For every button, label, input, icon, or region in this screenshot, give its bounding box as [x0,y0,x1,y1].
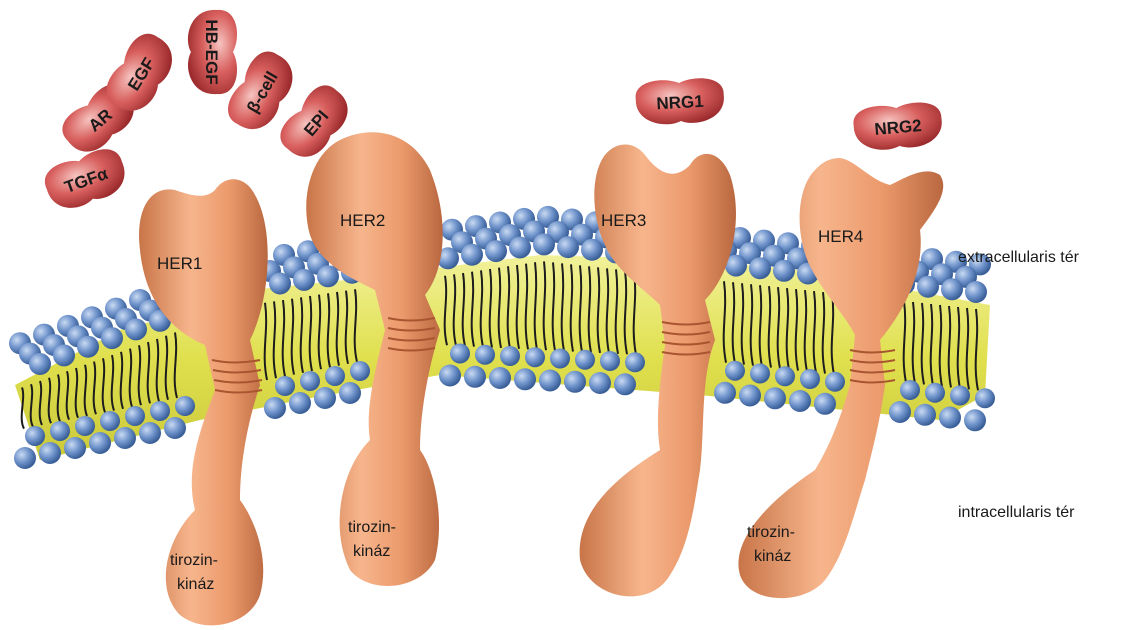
lipid-head-inner [14,447,36,469]
lipid-head-inner [489,367,511,389]
lipid-head-outer [53,344,75,366]
lipid-head-inner [775,366,795,386]
lipid-head-outer [773,260,795,282]
lipid-head-inner [75,416,95,436]
lipid-head-inner [589,372,611,394]
lipid-head-inner [125,406,145,426]
lipid-head-outer [509,237,531,259]
her2-label: HER2 [340,211,385,230]
lipid-head-inner [314,387,336,409]
lipid-head-inner [789,390,811,412]
lipid-head-inner [339,382,361,404]
her1-kinase-label-line2: kináz [177,576,214,593]
lipid-head-inner [714,382,736,404]
lipid-head-inner [725,361,745,381]
lipid-head-inner [600,351,620,371]
lipid-head-inner [114,427,136,449]
lipid-head-inner [514,368,536,390]
lipid-head-inner [100,411,120,431]
lipid-head-outer [941,278,963,300]
her2-kinase-label-line2: kináz [353,543,390,560]
ligand-hbegf-label: HB-EGF [202,19,221,84]
lipid-head-outer [749,257,771,279]
lipid-head-inner [539,370,561,392]
lipid-head-outer [533,233,555,255]
lipid-head-outer [101,327,123,349]
lipid-head-inner [750,364,770,384]
lipid-head-inner [939,407,961,429]
lipid-head-inner [439,365,461,387]
her1-kinase-label-line1: tirozin- [170,552,218,569]
lipid-head-outer [965,281,987,303]
lipid-head-inner [614,373,636,395]
lipid-head-outer [293,269,315,291]
her4-kinase-label-line2: kináz [754,548,791,565]
lipid-head-inner [550,349,570,369]
her1-label: HER1 [157,254,202,273]
lipid-head-inner [325,366,345,386]
lipid-head-inner [625,352,645,372]
lipid-head-inner [475,345,495,365]
ligand-nrg1: NRG1 [635,77,725,126]
intracellular-region-label: intracellularis tér [958,504,1075,521]
lipid-head-inner [950,386,970,406]
lipid-head-inner [800,369,820,389]
lipid-head-inner [925,383,945,403]
lipid-head-inner [975,388,995,408]
lipid-head-outer [461,244,483,266]
ligand-nrg2: NRG2 [852,101,944,153]
lipid-head-inner [764,387,786,409]
lipid-head-outer [125,318,147,340]
lipid-head-inner [39,442,61,464]
her3-label: HER3 [601,211,646,230]
lipid-head-outer [485,240,507,262]
lipid-head-inner [264,397,286,419]
lipid-head-outer [317,265,339,287]
lipid-head-inner [964,409,986,431]
lipid-head-outer [77,336,99,358]
lipid-head-inner [350,361,370,381]
lipid-head-inner [450,344,470,364]
lipid-head-inner [50,421,70,441]
lipid-head-outer [917,276,939,298]
lipid-head-inner [575,350,595,370]
lipid-head-outer [29,353,51,375]
lipid-head-inner [289,392,311,414]
lipid-head-inner [500,346,520,366]
her4-kinase-label-line1: tirozin- [747,524,795,541]
extracellular-region-label: extracellularis tér [958,249,1080,266]
lipid-head-inner [464,366,486,388]
lipid-head-outer [557,236,579,258]
lipid-head-inner [175,396,195,416]
lipid-head-inner [825,372,845,392]
ligand-hbegf: HB-EGF [188,10,237,94]
ligand-nrg1-label: NRG1 [656,92,704,113]
lipid-head-inner [564,371,586,393]
lipid-head-inner [525,347,545,367]
lipid-head-inner [900,380,920,400]
lipid-head-inner [300,371,320,391]
lipid-head-inner [25,426,45,446]
lipid-head-inner [275,376,295,396]
lipid-head-inner [914,404,936,426]
ligand-tgfa: TGFα [40,144,131,216]
her2-kinase-label-line1: tirozin- [348,519,396,536]
lipid-head-inner [889,401,911,423]
lipid-head-inner [139,422,161,444]
lipid-head-inner [739,385,761,407]
lipid-head-inner [814,393,836,415]
her4-label: HER4 [818,227,863,246]
lipid-head-inner [89,432,111,454]
lipid-head-inner [64,437,86,459]
lipid-head-inner [150,401,170,421]
lipid-head-outer [269,273,291,295]
lipid-head-outer [581,239,603,261]
lipid-head-inner [164,417,186,439]
